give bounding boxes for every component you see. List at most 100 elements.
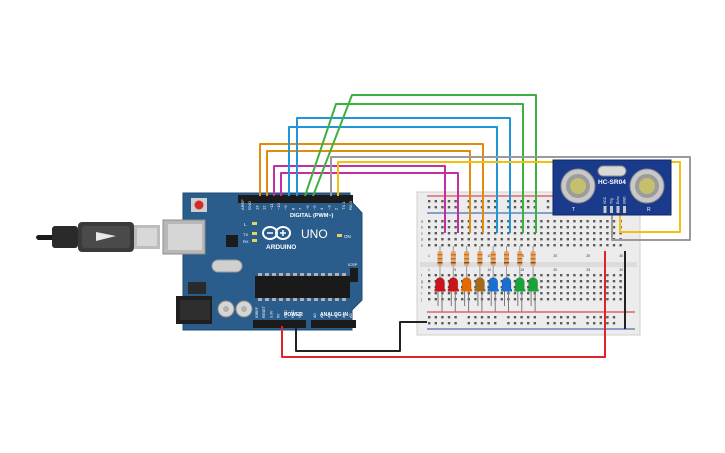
breadboard-hole bbox=[553, 226, 556, 229]
resistor-band bbox=[464, 254, 470, 256]
breadboard-rail-hole bbox=[487, 316, 490, 319]
breadboard-hole bbox=[560, 274, 563, 277]
digital-pin-label: 12 bbox=[262, 205, 267, 210]
digital-pin-label: ~5 bbox=[312, 205, 317, 210]
breadboard-hole bbox=[500, 280, 503, 283]
power-header-label: POWER bbox=[284, 312, 303, 318]
breadboard-rail-hole bbox=[612, 316, 616, 319]
breadboard-hole bbox=[447, 238, 451, 241]
breadboard-hole bbox=[579, 298, 583, 301]
breadboard-hole bbox=[434, 226, 437, 229]
led bbox=[515, 277, 525, 291]
resistor-band bbox=[450, 258, 456, 260]
resistor-band bbox=[504, 262, 509, 264]
breadboard-rail-hole bbox=[428, 316, 431, 319]
led-rim bbox=[501, 289, 512, 292]
arduino-uno-board: ARDUINO UNO DIGITAL (PWM~) POWER ANALOG … bbox=[162, 192, 363, 331]
breadboard-hole bbox=[527, 298, 530, 301]
breadboard-hole bbox=[553, 244, 556, 247]
analog-pin-label: A4 bbox=[342, 313, 346, 318]
breadboard-hole bbox=[474, 232, 477, 235]
breadboard-hole bbox=[467, 226, 470, 229]
breadboard-hole bbox=[494, 244, 497, 247]
breadboard-hole bbox=[573, 226, 576, 229]
sensor-pin-label: VCC bbox=[603, 196, 607, 204]
breadboard-hole bbox=[540, 280, 543, 283]
board-led-rx-label: RX bbox=[243, 239, 249, 244]
breadboard-hole bbox=[619, 292, 622, 295]
digital-header-label: DIGITAL (PWM~) bbox=[290, 213, 334, 219]
breadboard-hole bbox=[606, 286, 609, 289]
breadboard-hole bbox=[612, 232, 616, 235]
breadboard-rail-hole bbox=[553, 322, 556, 325]
breadboard-rail-hole bbox=[474, 206, 477, 209]
led bbox=[501, 277, 512, 291]
breadboard-rail-hole bbox=[480, 316, 484, 319]
breadboard-hole bbox=[513, 292, 517, 295]
led-rim bbox=[434, 289, 446, 292]
breadboard-hole bbox=[447, 274, 451, 277]
breadboard-hole bbox=[447, 226, 451, 229]
breadboard-hole bbox=[553, 232, 556, 235]
breadboard-hole bbox=[599, 286, 602, 289]
breadboard-rail-hole bbox=[494, 316, 497, 319]
resistor-band bbox=[477, 262, 483, 264]
wire-orange bbox=[266, 150, 471, 233]
analog-pin-label: A3 bbox=[335, 313, 339, 318]
breadboard-hole bbox=[586, 280, 589, 283]
breadboard-hole bbox=[573, 286, 576, 289]
breadboard-hole bbox=[540, 238, 543, 241]
breadboard-rail-hole bbox=[428, 322, 431, 325]
breadboard-rail-hole bbox=[573, 316, 576, 319]
breadboard-hole bbox=[579, 232, 583, 235]
breadboard-rail-hole bbox=[434, 206, 437, 209]
breadboard-rail-hole bbox=[606, 322, 609, 325]
breadboard-rail-hole bbox=[441, 316, 444, 319]
breadboard-hole bbox=[586, 286, 589, 289]
breadboard-rail-hole bbox=[474, 316, 477, 319]
digital-header bbox=[238, 195, 353, 203]
breadboard-hole bbox=[573, 220, 576, 223]
resistor-band bbox=[437, 254, 443, 256]
breadboard-hole bbox=[513, 232, 517, 235]
breadboard-hole bbox=[494, 232, 497, 235]
breadboard-rail-hole bbox=[441, 206, 444, 209]
breadboard-hole bbox=[612, 244, 616, 247]
wire-green bbox=[312, 94, 537, 233]
breadboard-hole bbox=[553, 280, 556, 283]
breadboard-hole bbox=[533, 238, 536, 241]
digital-pin-label: ~11 bbox=[269, 203, 274, 210]
breadboard-hole bbox=[474, 220, 477, 223]
wire-magenta bbox=[273, 165, 446, 233]
breadboard-hole bbox=[586, 292, 589, 295]
breadboard-hole bbox=[520, 232, 523, 235]
breadboard-hole bbox=[447, 298, 451, 301]
resistor-band bbox=[464, 258, 470, 260]
breadboard-hole bbox=[513, 244, 517, 247]
breadboard-hole bbox=[546, 280, 550, 283]
wire-blue bbox=[288, 126, 498, 233]
breadboard-hole bbox=[553, 238, 556, 241]
resistor-band bbox=[504, 254, 509, 256]
breadboard-hole bbox=[513, 280, 517, 283]
power-pin-label: GND bbox=[291, 310, 295, 318]
board-led-rx bbox=[252, 239, 257, 242]
usb-cable bbox=[36, 222, 160, 252]
breadboard-hole bbox=[579, 226, 583, 229]
led-rim bbox=[487, 289, 499, 292]
breadboard-hole bbox=[434, 298, 437, 301]
breadboard-hole bbox=[513, 274, 517, 277]
breadboard-rail-hole bbox=[566, 316, 569, 319]
breadboard-hole bbox=[500, 274, 503, 277]
breadboard-rail-hole bbox=[494, 206, 497, 209]
breadboard-hole bbox=[428, 292, 431, 295]
breadboard-hole bbox=[533, 226, 536, 229]
breadboard-rail-hole bbox=[573, 322, 576, 325]
breadboard-rail-hole bbox=[533, 316, 536, 319]
breadboard-rail-hole bbox=[507, 322, 510, 325]
breadboard-rail-hole bbox=[447, 206, 451, 209]
breadboard-hole bbox=[527, 238, 530, 241]
breadboard-hole bbox=[560, 280, 563, 283]
